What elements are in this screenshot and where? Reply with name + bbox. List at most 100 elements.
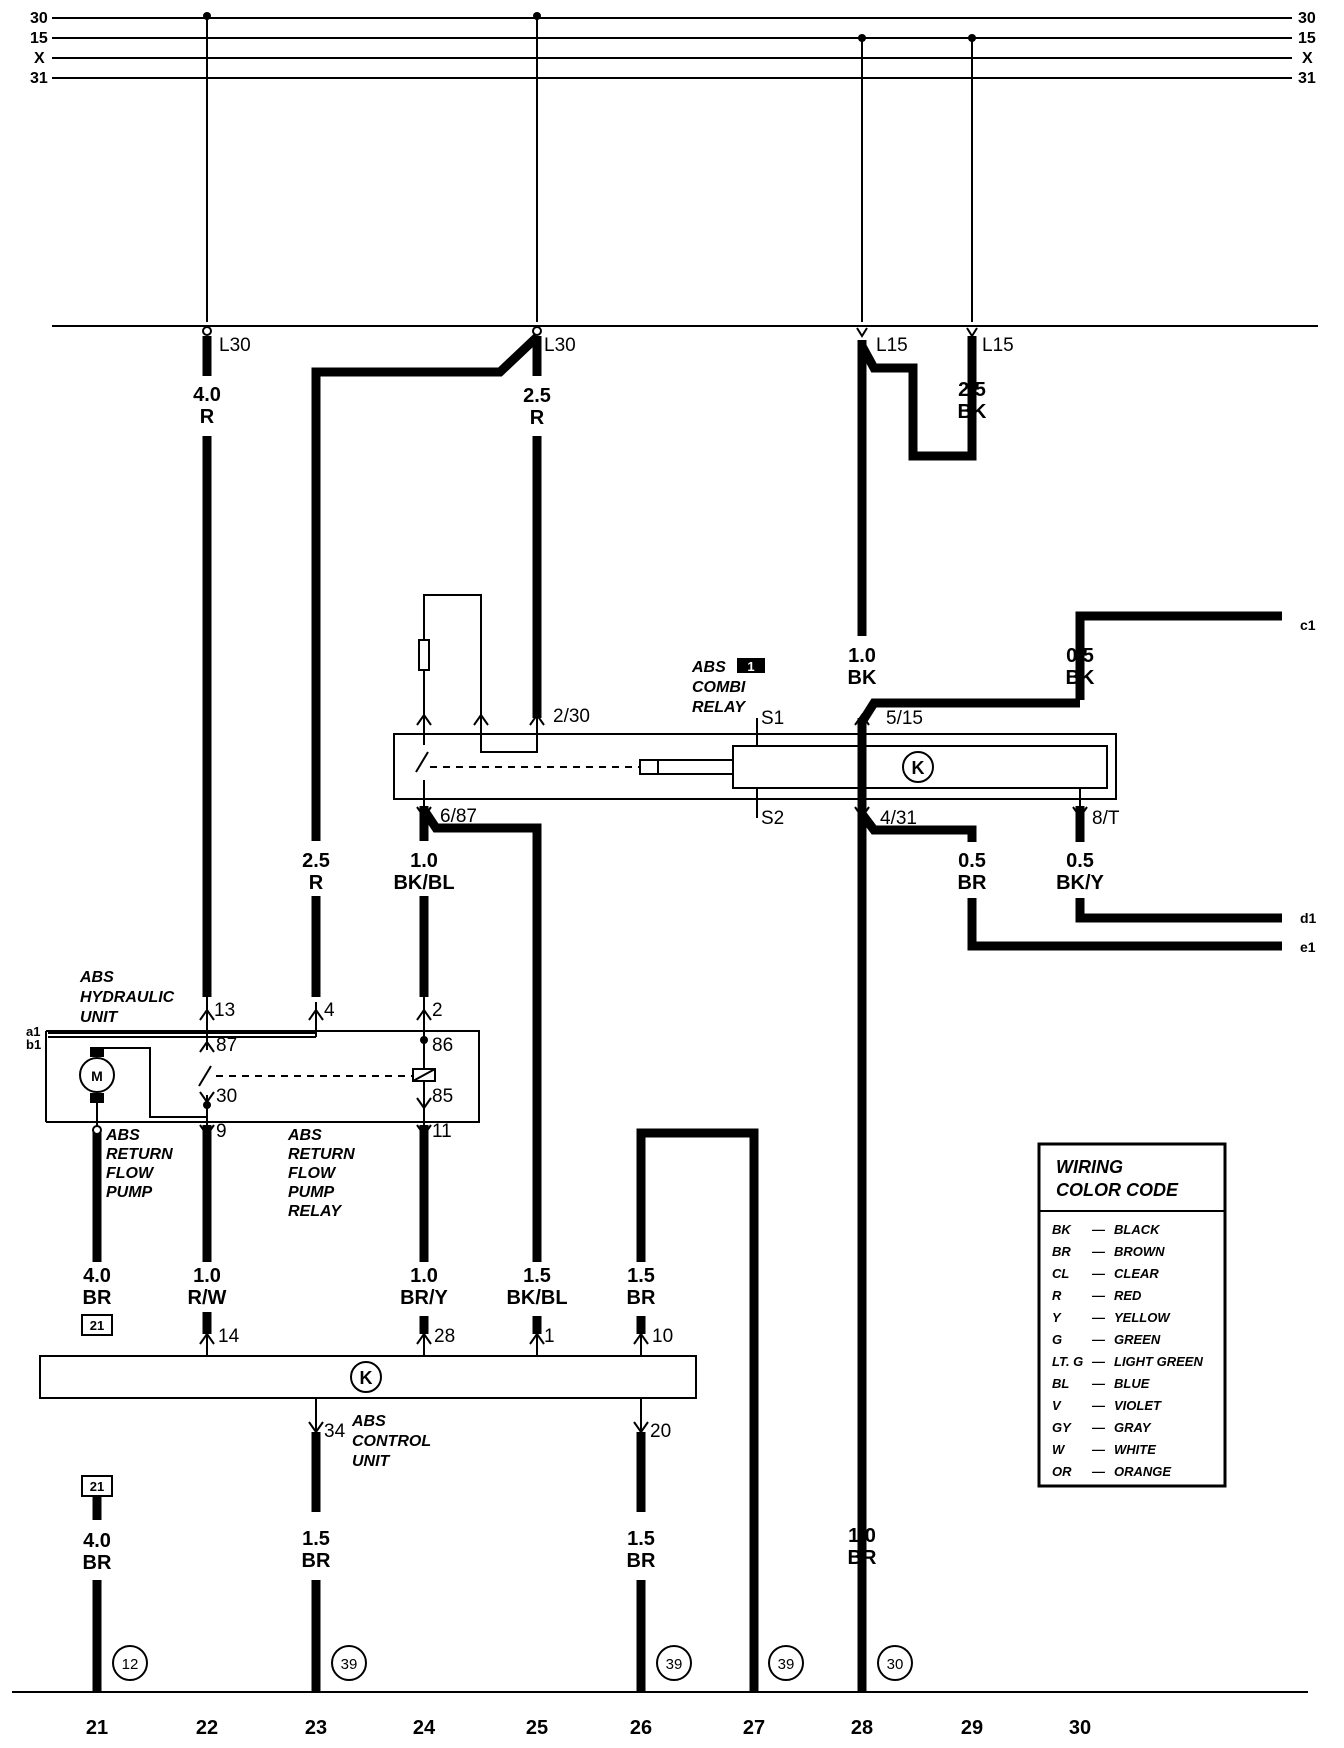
legend-code: W	[1052, 1442, 1066, 1457]
gauge-22-top: 4.0	[193, 384, 221, 406]
pin-8-t: 8/T	[1092, 808, 1120, 829]
combi-relay-label-3: RELAY	[692, 699, 746, 716]
combi-relay-label-1: ABS	[691, 659, 726, 676]
wire-29-e1	[858, 811, 977, 842]
color-24-low: BR/Y	[400, 1287, 448, 1309]
color-23-bot: BR	[302, 1550, 331, 1572]
pin-1: 1	[544, 1326, 555, 1347]
hydraulic-unit-label-3: UNIT	[80, 1009, 119, 1026]
k-symbol-relay: K	[912, 758, 925, 778]
pin-s1: S1	[761, 708, 784, 729]
legend-dash: —	[1091, 1332, 1106, 1347]
legend-row: BL—BLUE	[1052, 1376, 1150, 1391]
legend-row: G — GREEN	[1052, 1332, 1161, 1347]
ground-tag-21-b	[81, 1475, 113, 1497]
wire-26-27-loop	[636, 1128, 759, 1692]
ground-tag-21-b-text: 21	[90, 1479, 104, 1494]
legend-color-name: CLEAR	[1114, 1266, 1159, 1281]
ground-ref-30: 30	[887, 1656, 904, 1673]
pin-14: 14	[218, 1326, 240, 1347]
terminal-l15-a: L15	[876, 335, 908, 356]
legend-color-name: ORANGE	[1114, 1464, 1171, 1479]
connector-b1: b1	[26, 1037, 41, 1052]
legend-title-1: WIRING	[1056, 1157, 1123, 1177]
legend-color-name: VIOLET	[1114, 1398, 1162, 1413]
legend-row: CL—CLEAR	[1052, 1266, 1159, 1281]
gauge-22-low: 1.0	[193, 1265, 221, 1287]
pump-label-1: ABS	[105, 1127, 140, 1144]
gauge-30-mid: 0.5	[1066, 645, 1094, 667]
color-21-bot: BR	[83, 1552, 112, 1574]
pin-4-31: 4/31	[880, 808, 917, 829]
color-24-mid: BK/BL	[393, 872, 454, 894]
gauge-21-low: 4.0	[83, 1265, 111, 1287]
power-bus: 30 15 X 31 30 15 X 31	[30, 10, 1316, 322]
connector-c1: c1	[1300, 617, 1316, 633]
legend-dash: —	[1091, 1398, 1106, 1413]
pump-relay-label-5: RELAY	[288, 1203, 342, 1220]
gauge-29-top: 2.5	[958, 379, 986, 401]
pin-5-15: 5/15	[886, 708, 923, 729]
wire-labels: 4.0 R 2.5 R 2.5 BK 2.5 R 1.0 BK/BL 1.0 B…	[83, 379, 1105, 1574]
gauge-24-low: 1.0	[410, 1265, 438, 1287]
legend-row: R—RED	[1052, 1288, 1142, 1303]
color-28-mid: BK	[848, 667, 877, 689]
abs-combi-relay: K 2/30 S1 5/15 6/87 S2 4/31 8/T ABS 1 CO…	[393, 594, 1120, 829]
legend-color-name: GRAY	[1114, 1420, 1152, 1435]
pump-relay-label-1: ABS	[287, 1127, 322, 1144]
color-29-top: BK	[958, 401, 987, 423]
control-unit-label-1: ABS	[351, 1413, 386, 1430]
control-unit-box	[39, 1355, 697, 1399]
legend-color-name: GREEN	[1114, 1332, 1161, 1347]
color-29-mid: BR	[958, 872, 987, 894]
color-21-low: BR	[83, 1287, 112, 1309]
motor-m-symbol: M	[91, 1068, 103, 1084]
pin-85: 85	[432, 1086, 453, 1107]
gauge-29-mid: 0.5	[958, 850, 986, 872]
legend-dash: —	[1091, 1310, 1106, 1325]
pump-relay-label-3: FLOW	[288, 1165, 337, 1182]
connector-d1: d1	[1300, 910, 1317, 926]
gauge-21-bot: 4.0	[83, 1530, 111, 1552]
gauge-24-mid: 1.0	[410, 850, 438, 872]
pin-2: 2	[432, 1000, 443, 1021]
legend-dash: —	[1091, 1266, 1106, 1281]
bus-label-30-left: 30	[30, 10, 48, 27]
column-numbers: 21 22 23 24 25 26 27 28 29 30	[86, 1717, 1091, 1739]
pin-13: 13	[214, 1000, 235, 1021]
pin-6-87: 6/87	[440, 806, 477, 827]
color-25-top: R	[530, 407, 545, 429]
legend-color-name: LIGHT GREEN	[1114, 1354, 1203, 1369]
terminal-l30-b: L30	[544, 335, 576, 356]
color-23-mid: R	[309, 872, 324, 894]
legend-dash: —	[1091, 1244, 1106, 1259]
column-26: 26	[630, 1717, 652, 1739]
legend-code: Y	[1052, 1310, 1062, 1325]
legend-color-name: RED	[1114, 1288, 1142, 1303]
legend-code: BK	[1052, 1222, 1072, 1237]
pin-s2: S2	[761, 808, 784, 829]
column-29: 29	[961, 1717, 983, 1739]
bus-label-30-right: 30	[1298, 10, 1316, 27]
legend-row: GY—GRAY	[1052, 1420, 1152, 1435]
gauge-26-low: 1.5	[627, 1265, 655, 1287]
combi-relay-badge-number: 1	[747, 659, 754, 674]
pin-30: 30	[216, 1086, 237, 1107]
legend-row: BK—BLACK	[1052, 1222, 1161, 1237]
column-27: 27	[743, 1717, 765, 1739]
combi-relay-box	[393, 733, 1117, 800]
color-30-low: BK/Y	[1056, 872, 1104, 894]
ground-ref-12: 12	[122, 1656, 139, 1673]
legend-code: G	[1052, 1332, 1062, 1347]
hydraulic-unit-label-1: ABS	[79, 969, 114, 986]
column-22: 22	[196, 1717, 218, 1739]
bus-label-31-left: 31	[30, 70, 48, 87]
combi-relay-badge	[737, 658, 765, 673]
color-22-low: R/W	[188, 1287, 227, 1309]
hydraulic-unit-label-2: HYDRAULIC	[80, 989, 175, 1006]
gauge-30-low: 0.5	[1066, 850, 1094, 872]
legend-code: V	[1052, 1398, 1062, 1413]
combi-relay-label-2: COMBI	[692, 679, 746, 696]
color-28-bot: BR	[848, 1547, 877, 1569]
ground-references: 12 39 39 39 30	[112, 1645, 913, 1681]
